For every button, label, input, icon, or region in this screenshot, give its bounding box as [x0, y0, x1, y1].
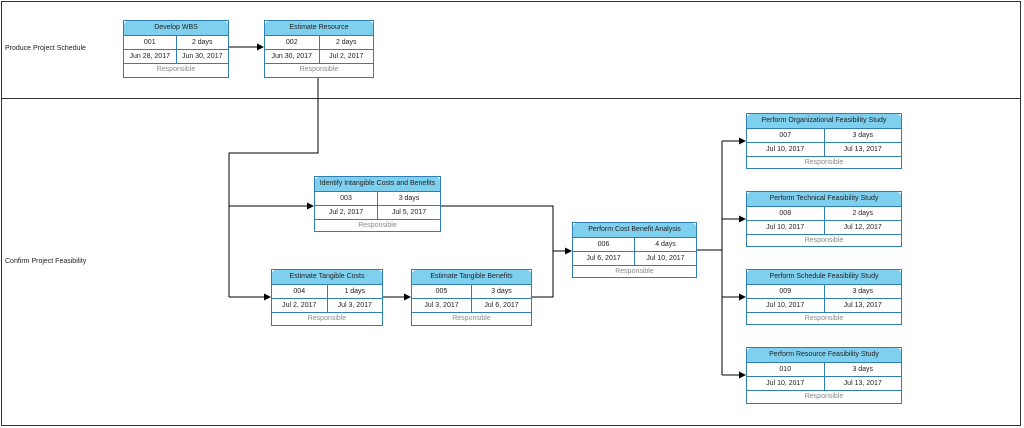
task-node-008[interactable]: Perform Technical Feasibility Study 008 2…: [746, 191, 902, 247]
task-id: 002: [285, 39, 298, 46]
task-duration: 3 days: [823, 363, 902, 376]
task-responsible: Responsible: [452, 315, 491, 322]
task-start-date: Jul 6, 2017: [586, 255, 621, 262]
task-start-date: Jul 3, 2017: [424, 302, 459, 309]
task-title: Estimate Tangible Benefits: [412, 270, 531, 285]
task-id: 006: [597, 241, 610, 248]
task-title: Develop WBS: [124, 21, 228, 36]
task-title: Estimate Resource: [265, 21, 373, 36]
task-id: 010: [779, 366, 792, 373]
task-responsible: Responsible: [299, 66, 339, 73]
task-responsible: Responsible: [804, 159, 844, 166]
task-duration: 2 days: [318, 36, 374, 49]
task-id: 001: [143, 39, 156, 46]
task-duration: 3 days: [823, 129, 902, 142]
task-duration: 3 days: [823, 285, 902, 298]
task-duration: 1 days: [326, 285, 383, 298]
task-end-date: Jun 30, 2017: [175, 50, 229, 63]
task-title: Perform Organizational Feasibility Study: [747, 114, 901, 129]
task-start-date: Jul 2, 2017: [282, 302, 317, 309]
lane-label-produce-project-schedule: Produce Project Schedule: [5, 45, 86, 52]
task-title: Perform Cost Benefit Analysis: [573, 223, 696, 238]
task-id: 004: [293, 288, 306, 295]
connector-002-trunk: [228, 77, 319, 297]
task-end-date: Jul 10, 2017: [634, 252, 696, 265]
task-start-date: Jul 10, 2017: [766, 224, 805, 231]
swimlane-confirm-project-feasibility: [1, 98, 1021, 426]
task-start-date: Jul 10, 2017: [766, 380, 805, 387]
task-start-date: Jul 10, 2017: [766, 302, 805, 309]
task-end-date: Jul 13, 2017: [823, 377, 902, 390]
task-node-010[interactable]: Perform Resource Feasibility Study 010 3 …: [746, 347, 902, 404]
task-end-date: Jul 13, 2017: [823, 143, 902, 156]
task-title: Identify Intangible Costs and Benefits: [315, 177, 440, 192]
task-node-001[interactable]: Develop WBS 001 2 days Jun 28, 2017 Jun 30…: [123, 20, 229, 78]
task-node-007[interactable]: Perform Organizational Feasibility Study…: [746, 113, 902, 169]
task-responsible: Responsible: [804, 237, 844, 244]
task-end-date: Jul 6, 2017: [471, 299, 531, 312]
task-title: Perform Schedule Feasibility Study: [747, 270, 901, 285]
task-node-004[interactable]: Estimate Tangible Costs 004 1 days Jul 2,…: [271, 269, 383, 326]
task-duration: 2 days: [823, 207, 902, 220]
task-start-date: Jun 30, 2017: [271, 53, 312, 60]
task-responsible: Responsible: [156, 66, 196, 73]
task-start-date: Jul 10, 2017: [766, 146, 805, 153]
task-id: 008: [779, 210, 792, 217]
task-duration: 3 days: [471, 285, 531, 298]
connector-005-006: [532, 251, 554, 298]
task-responsible: Responsible: [358, 222, 397, 229]
task-node-003[interactable]: Identify Intangible Costs and Benefits 0…: [314, 176, 441, 232]
task-title: Perform Resource Feasibility Study: [747, 348, 901, 363]
task-node-002[interactable]: Estimate Resource 002 2 days Jun 30, 2017…: [264, 20, 374, 78]
task-responsible: Responsible: [307, 315, 347, 322]
task-end-date: Jul 13, 2017: [823, 299, 902, 312]
task-start-date: Jul 2, 2017: [328, 209, 364, 216]
task-id: 009: [779, 288, 792, 295]
task-duration: 2 days: [175, 36, 229, 49]
task-id: 005: [435, 288, 448, 295]
task-end-date: Jul 12, 2017: [823, 221, 902, 234]
task-id: 007: [779, 132, 792, 139]
task-node-005[interactable]: Estimate Tangible Benefits 005 3 days Jul…: [411, 269, 532, 326]
task-id: 003: [340, 195, 352, 202]
task-responsible: Responsible: [615, 268, 654, 275]
task-end-date: Jul 5, 2017: [377, 206, 440, 219]
task-responsible: Responsible: [804, 315, 844, 322]
task-duration: 3 days: [377, 192, 440, 205]
task-end-date: Jul 2, 2017: [318, 50, 374, 63]
task-title: Estimate Tangible Costs: [272, 270, 382, 285]
lane-label-confirm-project-feasibility: Confirm Project Feasibility: [5, 258, 87, 265]
task-duration: 4 days: [634, 238, 696, 251]
connector-003-006: [441, 205, 572, 255]
task-title: Perform Technical Feasibility Study: [747, 192, 901, 207]
task-node-009[interactable]: Perform Schedule Feasibility Study 009 3 …: [746, 269, 902, 325]
task-responsible: Responsible: [804, 393, 844, 400]
task-start-date: Jun 28, 2017: [129, 53, 170, 60]
task-end-date: Jul 3, 2017: [326, 299, 383, 312]
